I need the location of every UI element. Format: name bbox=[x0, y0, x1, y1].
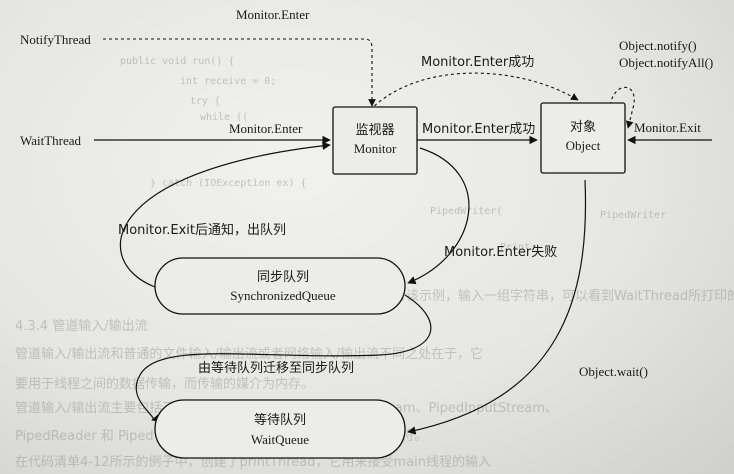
node-object: 对象 Object bbox=[540, 102, 626, 174]
edge-exit-notify bbox=[119, 141, 331, 288]
svg-text:try {: try { bbox=[190, 96, 220, 107]
edge-notify-enter bbox=[103, 38, 376, 107]
svg-text:PipedWriter: PipedWriter bbox=[600, 210, 666, 221]
edge-label-object-notify: Object.notify() bbox=[619, 38, 697, 53]
wait-queue-label-en: WaitQueue bbox=[251, 432, 309, 447]
svg-text:要用于线程之间的数据传输，而传输的媒介为内存。: 要用于线程之间的数据传输，而传输的媒介为内存。 bbox=[15, 376, 314, 392]
wait-thread-label: WaitThread bbox=[20, 133, 82, 148]
edge-label-object-wait: Object.wait() bbox=[579, 364, 648, 379]
node-synchronized-queue: 同步队列 SynchronizedQueue bbox=[154, 257, 406, 315]
notify-thread-label: NotifyThread bbox=[20, 32, 91, 47]
svg-text:} catch (IOException ex) {: } catch (IOException ex) { bbox=[150, 178, 307, 189]
svg-text:while ((: while (( bbox=[200, 112, 248, 123]
edge-label-migrate: 由等待队列迁移至同步队列 bbox=[198, 360, 354, 376]
svg-text:4.3.4 管道输入/输出流: 4.3.4 管道输入/输出流 bbox=[15, 318, 148, 334]
edge-enter-fail bbox=[407, 147, 470, 285]
edge-label-monitor-exit: Monitor.Exit bbox=[634, 120, 701, 135]
edge-label-exit-notify: Monitor.Exit后通知，出队列 bbox=[118, 222, 286, 238]
svg-text:PipedWriter(: PipedWriter( bbox=[430, 206, 502, 217]
edge-enter-success-dashed bbox=[369, 72, 579, 111]
monitor-label-en: Monitor bbox=[354, 141, 397, 156]
svg-text:Print;: Print; bbox=[500, 242, 536, 253]
edge-object-notify bbox=[609, 86, 635, 129]
svg-text:public void run() {: public void run() { bbox=[120, 56, 234, 67]
edge-label-notify-enter: Monitor.Enter bbox=[236, 7, 310, 22]
edge-label-object-notify-all: Object.notifyAll() bbox=[619, 55, 713, 70]
edge-label-enter-fail: Monitor.Enter失败 bbox=[444, 245, 557, 260]
edges bbox=[94, 38, 712, 435]
object-label-en: Object bbox=[566, 138, 601, 153]
monitor-label-cn: 监视器 bbox=[355, 123, 394, 138]
node-monitor: 监视器 Monitor bbox=[332, 106, 418, 175]
edge-label-enter-success-dashed: Monitor.Enter成功 bbox=[421, 55, 534, 70]
synchronized-queue-label-cn: 同步队列 bbox=[257, 270, 309, 285]
edge-object-wait bbox=[407, 179, 587, 435]
node-wait-queue: 等待队列 WaitQueue bbox=[154, 399, 406, 459]
edge-label-enter-success: Monitor.Enter成功 bbox=[422, 122, 535, 137]
svg-text:运行该示例，输入一组字符串，可以看到WaitThread所打: 运行该示例，输入一组字符串，可以看到WaitThread所打印的输出 bbox=[380, 288, 734, 304]
edge-migrate bbox=[135, 294, 432, 423]
svg-text:int receive = 0;: int receive = 0; bbox=[180, 76, 276, 87]
object-label-cn: 对象 bbox=[570, 120, 596, 135]
synchronized-queue-label-en: SynchronizedQueue bbox=[230, 288, 336, 303]
wait-queue-label-cn: 等待队列 bbox=[254, 412, 306, 428]
edge-label-wait-enter: Monitor.Enter bbox=[229, 121, 303, 136]
